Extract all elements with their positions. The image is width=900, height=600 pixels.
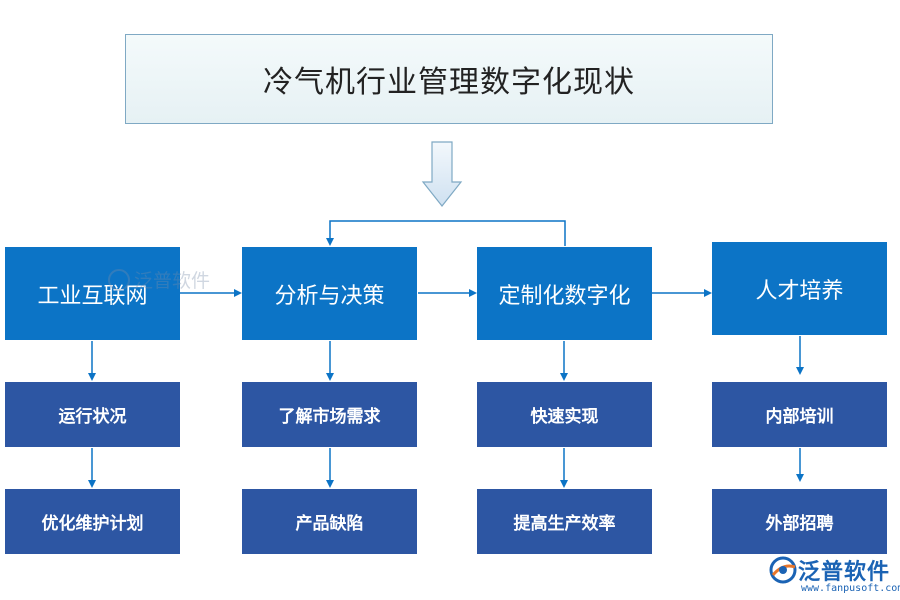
diagram-title: 冷气机行业管理数字化现状	[125, 34, 773, 124]
sub-box-external-recruitment: 外部招聘	[712, 489, 887, 554]
down-arrows	[88, 336, 804, 488]
head-arrow	[652, 289, 712, 297]
head-arrow	[180, 289, 242, 297]
head-box-custom-digitization: 定制化数字化	[477, 247, 652, 340]
feedback-arrow	[326, 220, 566, 246]
big-down-arrow-icon	[421, 141, 463, 207]
brand-logo-icon	[769, 556, 797, 584]
head-box-talent-development: 人才培养	[712, 242, 887, 335]
head-box-industrial-internet: 工业互联网	[5, 247, 180, 340]
sub-box-internal-training: 内部培训	[712, 382, 887, 447]
head-arrow	[418, 289, 477, 297]
brand-name: 泛普软件	[798, 560, 891, 585]
sub-box-market-demand: 了解市场需求	[242, 382, 417, 447]
sub-box-fast-implementation: 快速实现	[477, 382, 652, 447]
brand-logo: 泛普软件 www.fanpusoft.com	[768, 553, 900, 598]
sub-box-maintenance-plan: 优化维护计划	[5, 489, 180, 554]
brand-url: www.fanpusoft.com	[801, 583, 900, 594]
watermark-logo-icon	[108, 268, 130, 291]
sub-box-operating-status: 运行状况	[5, 382, 180, 447]
head-box-analysis-decision: 分析与决策	[242, 247, 417, 340]
watermark-text: 泛普软件	[134, 270, 211, 292]
watermark: 泛普软件	[108, 266, 210, 293]
sub-box-production-efficiency: 提高生产效率	[477, 489, 652, 554]
sub-box-product-defects: 产品缺陷	[242, 489, 417, 554]
